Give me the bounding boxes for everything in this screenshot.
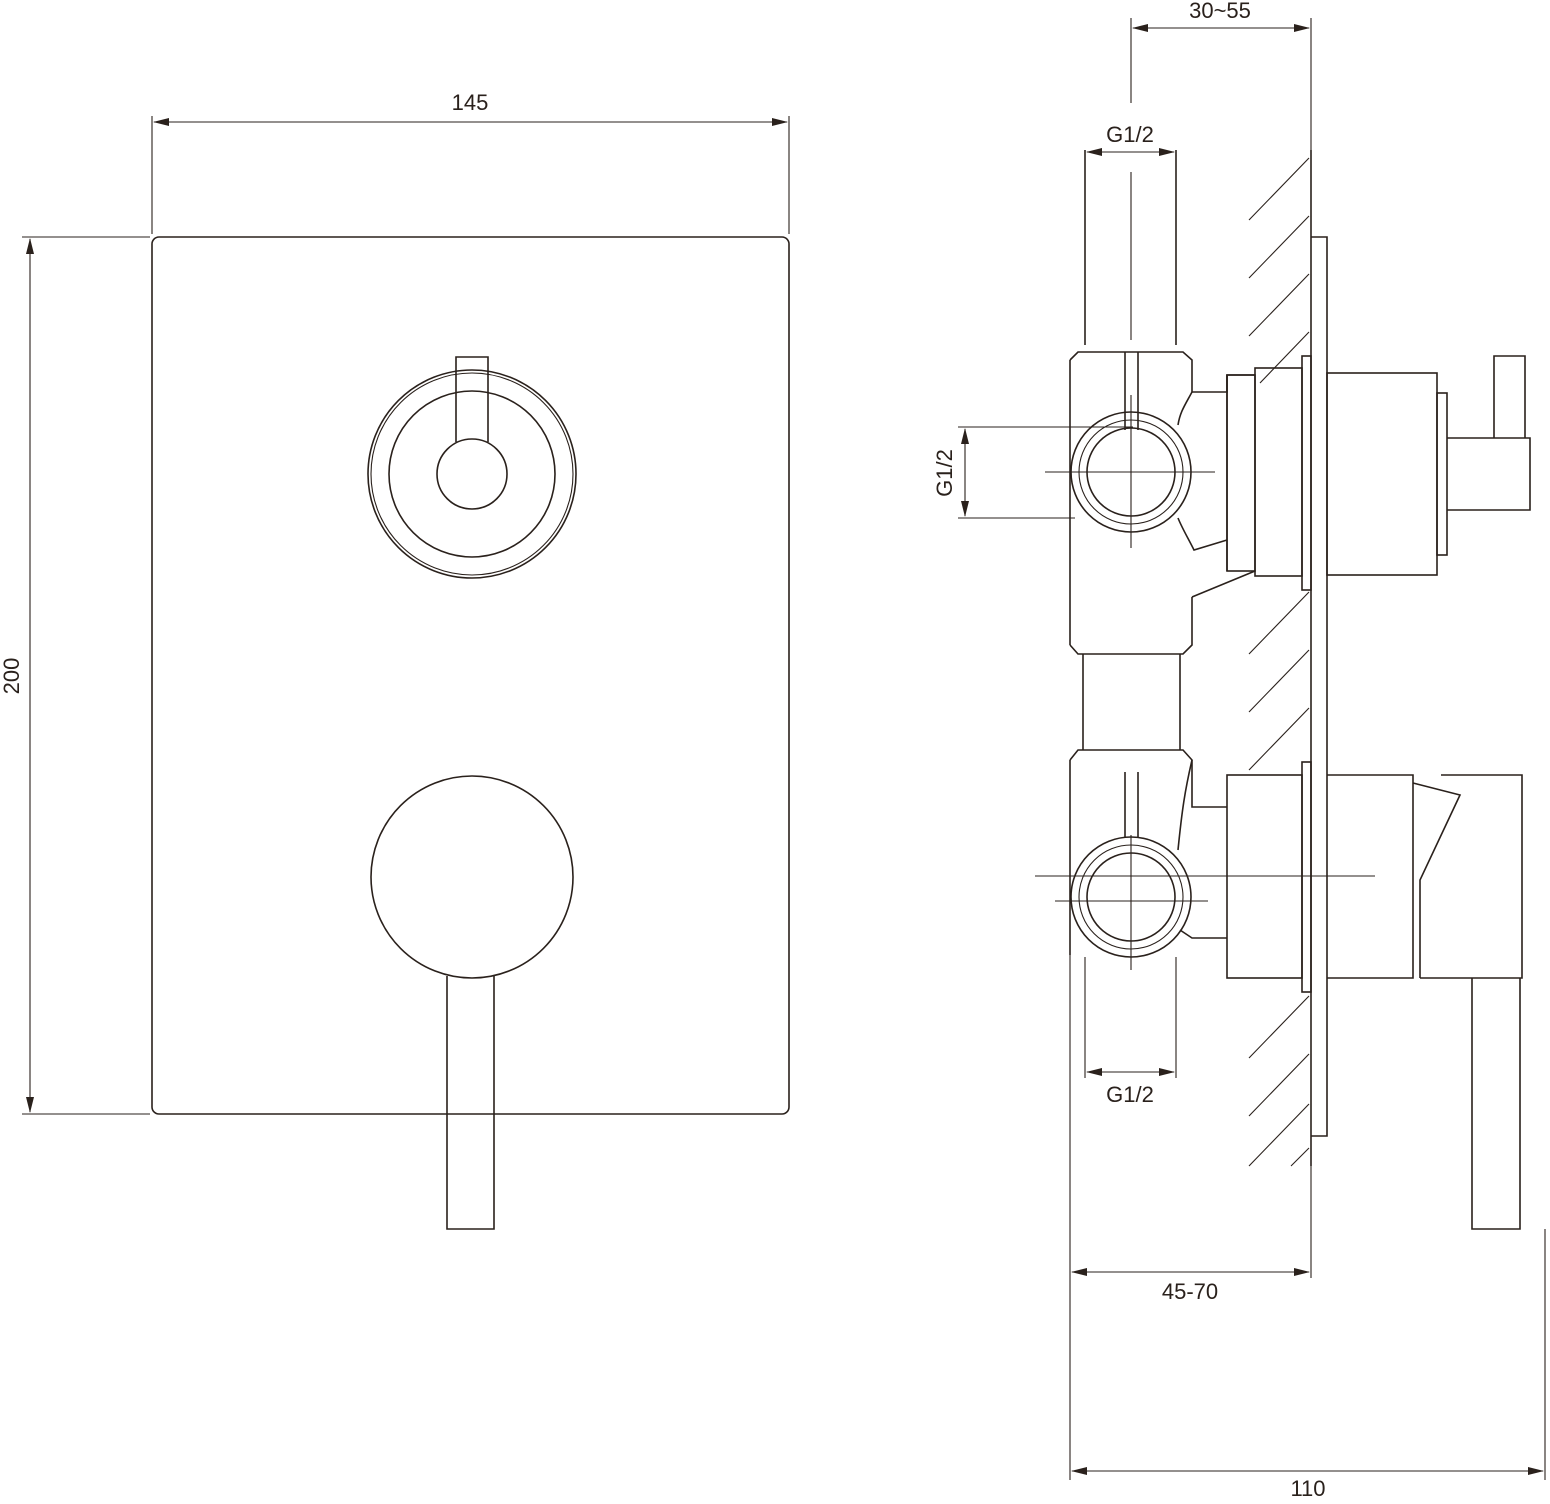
cover-plate-profile [1311, 236, 1328, 1137]
side-view: 30~55 G1/2 G1/2 G1/2 45-70 [932, 0, 1546, 1501]
dim-bottom-outlet: G1/2 [1084, 957, 1177, 1107]
upper-valve-body [1045, 351, 1531, 655]
dim-front-height-label: 200 [0, 658, 24, 695]
dim-top-inlet: G1/2 [1086, 122, 1175, 156]
front-view: 145 200 [0, 90, 790, 1230]
lower-valve-body [1035, 749, 1523, 1230]
dim-bottom-outlet-label: G1/2 [1106, 1082, 1154, 1107]
dim-side-inlet: G1/2 [932, 426, 1133, 519]
dim-body-depth: 45-70 [1069, 955, 1312, 1480]
dim-wall-depth: 30~55 [1130, 0, 1312, 150]
middle-pipe [1082, 654, 1181, 750]
dim-total-depth: 110 [1071, 1229, 1546, 1501]
dim-wall-depth-label: 30~55 [1189, 0, 1251, 23]
dim-side-inlet-label: G1/2 [932, 449, 957, 497]
dim-front-width-label: 145 [452, 90, 489, 115]
wall-hatching [1248, 157, 1310, 1167]
dim-front-height: 200 [0, 236, 150, 1115]
dim-body-depth-label: 45-70 [1162, 1279, 1218, 1304]
dim-front-width: 145 [151, 90, 790, 234]
dim-top-inlet-label: G1/2 [1106, 122, 1154, 147]
mixer-handle [370, 775, 574, 1230]
top-inlet-pipe [1084, 150, 1177, 345]
dim-total-depth-label: 110 [1290, 1476, 1325, 1499]
diverter-knob [367, 356, 577, 579]
cover-plate [151, 236, 790, 1115]
